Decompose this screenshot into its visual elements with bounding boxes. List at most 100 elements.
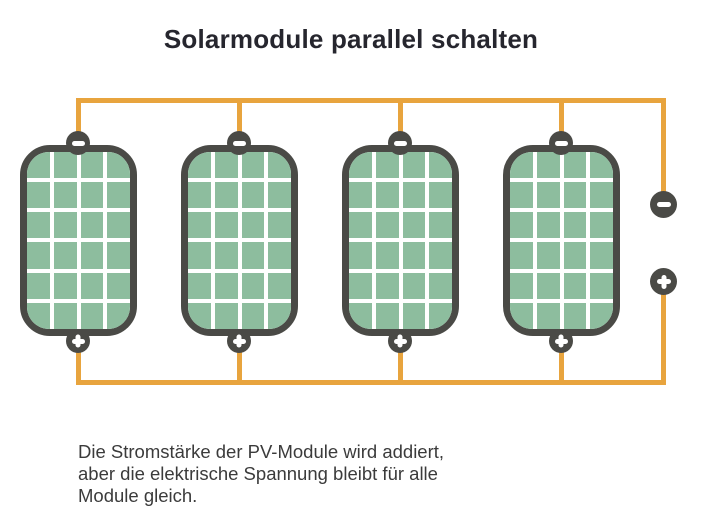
- panel-1-minus-terminal-icon: [66, 131, 90, 155]
- solar-cell: [429, 242, 452, 269]
- output-minus-wire: [661, 98, 666, 202]
- solar-cell: [27, 272, 50, 299]
- solar-cell: [375, 302, 399, 329]
- solar-panel-2: [181, 145, 298, 336]
- solar-cell: [590, 152, 613, 179]
- panel-grid: [510, 152, 613, 329]
- solar-cell: [27, 152, 50, 179]
- solar-cell: [80, 272, 104, 299]
- bottom-bus-wire: [76, 380, 666, 385]
- page-title: Solarmodule parallel schalten: [163, 24, 539, 54]
- solar-cell: [188, 272, 211, 299]
- solar-cell: [188, 182, 211, 209]
- solar-cell: [536, 152, 560, 179]
- solar-cell: [107, 242, 130, 269]
- solar-cell: [590, 272, 613, 299]
- solar-cell: [268, 152, 291, 179]
- solar-cell: [510, 272, 533, 299]
- solar-cell: [402, 152, 426, 179]
- solar-cell: [268, 242, 291, 269]
- panel-2-bottom-wire: [237, 346, 242, 382]
- solar-cell: [268, 272, 291, 299]
- solar-cell: [214, 302, 238, 329]
- solar-cell: [536, 242, 560, 269]
- solar-cell: [375, 242, 399, 269]
- solar-cell: [241, 242, 265, 269]
- solar-cell: [349, 242, 372, 269]
- panel-grid: [349, 152, 452, 329]
- solar-cell: [27, 242, 50, 269]
- solar-cell: [590, 212, 613, 239]
- solar-cell: [53, 182, 77, 209]
- output-plus-wire: [661, 284, 666, 385]
- solar-cell: [107, 152, 130, 179]
- solar-cell: [27, 302, 50, 329]
- solar-cell: [188, 212, 211, 239]
- solar-cell: [429, 302, 452, 329]
- solar-cell: [80, 302, 104, 329]
- solar-cell: [590, 182, 613, 209]
- panel-4-plus-terminal-icon: [549, 329, 573, 353]
- solar-cell: [80, 212, 104, 239]
- solar-cell: [188, 152, 211, 179]
- solar-cell: [27, 212, 50, 239]
- solar-cell: [349, 272, 372, 299]
- solar-cell: [349, 182, 372, 209]
- panel-3-minus-terminal-icon: [388, 131, 412, 155]
- solar-cell: [53, 242, 77, 269]
- solar-cell: [375, 212, 399, 239]
- solar-cell: [402, 242, 426, 269]
- top-bus-wire: [76, 98, 666, 103]
- panel-3-top-wire: [398, 98, 403, 136]
- solar-cell: [107, 302, 130, 329]
- solar-cell: [80, 242, 104, 269]
- solar-cell: [402, 182, 426, 209]
- caption-line-2: aber die elektrische Spannung bleibt für…: [78, 463, 438, 484]
- solar-cell: [349, 302, 372, 329]
- solar-cell: [268, 182, 291, 209]
- solar-cell: [402, 272, 426, 299]
- solar-cell: [27, 182, 50, 209]
- solar-cell: [590, 302, 613, 329]
- solar-cell: [563, 182, 587, 209]
- solar-cell: [349, 152, 372, 179]
- solar-cell: [510, 152, 533, 179]
- solar-cell: [510, 242, 533, 269]
- solar-cell: [402, 302, 426, 329]
- solar-panel-1: [20, 145, 137, 336]
- caption-line-3: Module gleich.: [78, 485, 198, 506]
- solar-cell: [375, 182, 399, 209]
- caption-line-1: Die Stromstärke der PV-Module wird addie…: [78, 441, 445, 462]
- panel-grid: [27, 152, 130, 329]
- solar-cell: [510, 212, 533, 239]
- solar-cell: [107, 272, 130, 299]
- panel-2-minus-terminal-icon: [227, 131, 251, 155]
- panel-1-bottom-wire: [76, 346, 81, 382]
- panel-3-plus-terminal-icon: [388, 329, 412, 353]
- panel-2-top-wire: [237, 98, 242, 136]
- solar-panel-3: [342, 145, 459, 336]
- panel-4-bottom-wire: [559, 346, 564, 382]
- solar-cell: [80, 182, 104, 209]
- solar-cell: [214, 152, 238, 179]
- solar-cell: [510, 182, 533, 209]
- solar-cell: [214, 182, 238, 209]
- solar-panel-4: [503, 145, 620, 336]
- solar-cell: [402, 212, 426, 239]
- solar-cell: [53, 302, 77, 329]
- solar-cell: [563, 212, 587, 239]
- solar-cell: [536, 272, 560, 299]
- solar-cell: [268, 212, 291, 239]
- solar-cell: [563, 272, 587, 299]
- panel-1-plus-terminal-icon: [66, 329, 90, 353]
- caption: Die Stromstärke der PV-Module wird addie…: [78, 441, 578, 507]
- output-minus-terminal-icon: [650, 191, 677, 218]
- solar-cell: [563, 302, 587, 329]
- solar-cell: [241, 152, 265, 179]
- solar-cell: [563, 152, 587, 179]
- solar-cell: [536, 182, 560, 209]
- solar-cell: [590, 242, 613, 269]
- panel-4-minus-terminal-icon: [549, 131, 573, 155]
- solar-cell: [375, 152, 399, 179]
